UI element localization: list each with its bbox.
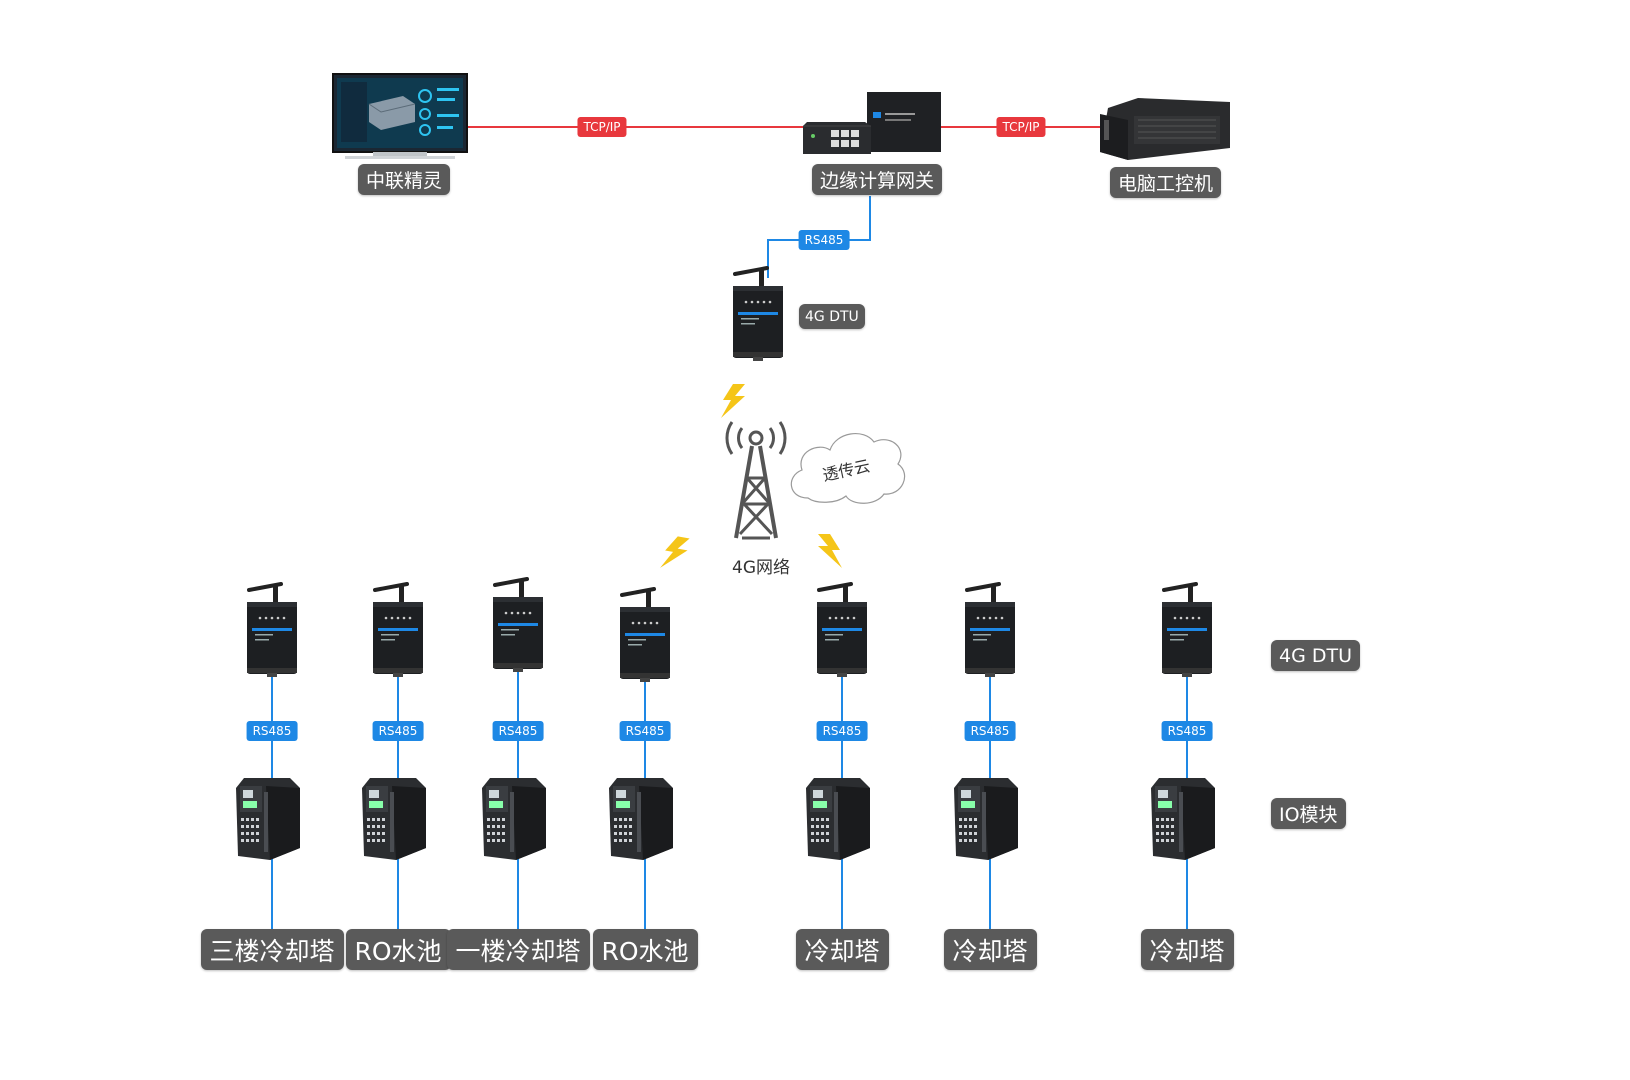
bottom-devices [236,577,1215,860]
rs485-tag: RS485 [619,721,671,741]
rs485-tag: RS485 [964,721,1016,741]
dtu-icon [1160,582,1214,679]
edge-gateway-icon [803,92,941,154]
location-label: RO水池 [345,929,451,970]
lightning-icon [721,384,745,418]
cloud-icon [790,433,906,504]
lightning-icon [660,534,690,572]
location-label: 一楼冷却塔 [446,929,590,970]
io-module-icon [482,778,546,860]
io-module-icon [236,778,300,860]
rs485-tag: RS485 [1161,721,1213,741]
rs485-tag: RS485 [816,721,868,741]
monitor-label: 中联精灵 [358,164,451,195]
location-label: 三楼冷却塔 [200,929,344,970]
dtu-icon [963,582,1017,679]
rs485-tag: RS485 [246,721,298,741]
ipc-label: 电脑工控机 [1110,167,1222,198]
dtu-icon [245,582,299,679]
rs485-tag: RS485 [372,721,424,741]
network-label: 4G网络 [732,558,790,578]
dtu-icon [371,582,425,679]
top-dtu-icon [731,266,785,363]
tcpip-tag-left: TCP/IP [577,117,627,137]
location-label: 冷却塔 [1140,929,1234,970]
rs485-tag: RS485 [492,721,544,741]
monitor-icon [332,73,468,159]
io-module-icon [954,778,1018,860]
legend-dtu-label: 4G DTU [1271,640,1360,671]
top-dtu-label: 4G DTU [799,304,865,329]
io-module-icon [362,778,426,860]
legend-io-label: IO模块 [1271,798,1346,829]
location-label: 冷却塔 [795,929,889,970]
location-label: 冷却塔 [943,929,1037,970]
cell-tower-icon [725,421,787,540]
io-module-icon [609,778,673,860]
dtu-icon [491,577,545,674]
io-module-icon [806,778,870,860]
lightning-icon [818,534,842,568]
industrial-pc-icon [1100,98,1230,160]
rs485-tag-top: RS485 [798,230,850,250]
tcpip-tag-right: TCP/IP [996,117,1046,137]
dtu-icon [815,582,869,679]
io-module-icon [1151,778,1215,860]
dtu-icon [618,587,672,684]
location-label: RO水池 [592,929,698,970]
gateway-label: 边缘计算网关 [812,164,943,195]
